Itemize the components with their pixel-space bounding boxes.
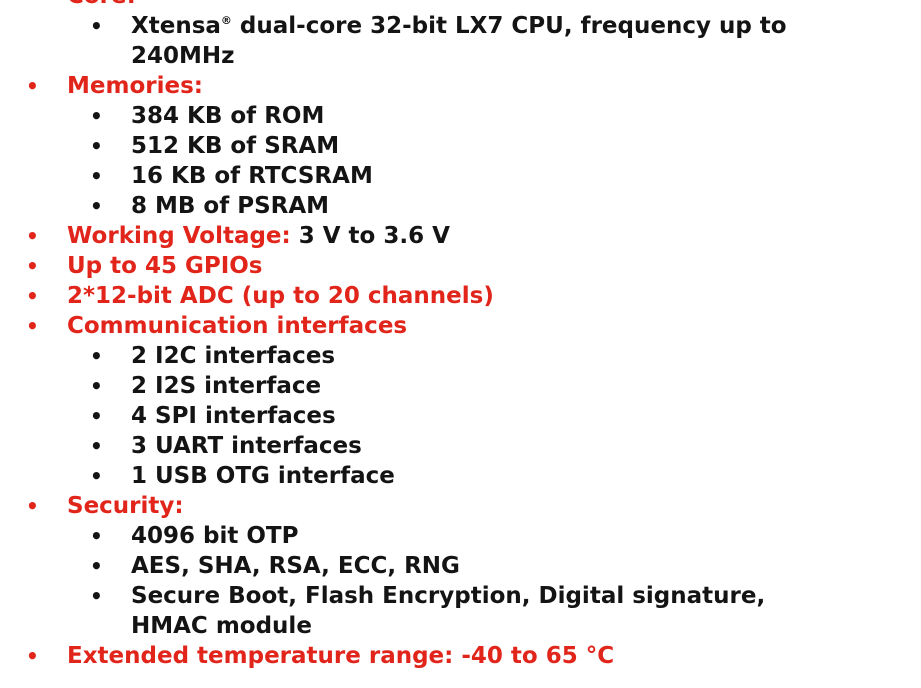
interface-i2c: 2 I2C interfaces <box>131 343 336 369</box>
bullet-icon: • <box>90 14 103 38</box>
memories-label: Memories: <box>67 73 203 99</box>
temperature-label: Extended temperature range: -40 to 65 °C <box>67 643 615 669</box>
spec-document: • Core: • Xtensa® dual-core 32-bit LX7 C… <box>0 0 921 671</box>
memory-psram: 8 MB of PSRAM <box>131 193 330 219</box>
bullet-icon: • <box>26 494 39 518</box>
security-crypto: AES, SHA, RSA, ECC, RNG <box>131 553 460 579</box>
spec-item-gpios: • Up to 45 GPIOs <box>0 251 921 281</box>
bullet-icon: • <box>90 404 103 428</box>
bullet-icon: • <box>90 524 103 548</box>
interface-uart: 3 UART interfaces <box>131 433 362 459</box>
communication-subitem: • 3 UART interfaces <box>0 431 921 461</box>
bullet-icon: • <box>26 74 39 98</box>
spec-item-communication: • Communication interfaces <box>0 311 921 341</box>
communication-label: Communication interfaces <box>67 313 408 339</box>
cpu-name: Xtensa <box>131 13 221 39</box>
core-subitem: • Xtensa® dual-core 32-bit LX7 CPU, freq… <box>0 11 921 71</box>
bullet-icon: • <box>90 194 103 218</box>
bullet-icon: • <box>90 464 103 488</box>
bullet-icon: • <box>90 104 103 128</box>
security-label: Security: <box>67 493 184 519</box>
cpu-description: dual-core 32-bit LX7 CPU, frequency up t… <box>131 13 787 69</box>
bullet-icon: • <box>26 224 39 248</box>
bullet-icon: • <box>26 314 39 338</box>
bullet-icon: • <box>90 584 103 608</box>
spec-item-memories: • Memories: <box>0 71 921 101</box>
security-otp: 4096 bit OTP <box>131 523 299 549</box>
interface-usb-otg: 1 USB OTG interface <box>131 463 395 489</box>
communication-subitem: • 1 USB OTG interface <box>0 461 921 491</box>
bullet-icon: • <box>26 254 39 278</box>
bullet-icon: • <box>26 284 39 308</box>
bullet-icon: • <box>90 374 103 398</box>
spec-item-voltage: • Working Voltage: 3 V to 3.6 V <box>0 221 921 251</box>
memories-subitem: • 512 KB of SRAM <box>0 131 921 161</box>
security-subitem: • Secure Boot, Flash Encryption, Digital… <box>0 581 921 641</box>
memories-subitem: • 384 KB of ROM <box>0 101 921 131</box>
spec-item-core: • Core: <box>0 0 921 11</box>
security-subitem: • 4096 bit OTP <box>0 521 921 551</box>
voltage-label: Working Voltage: <box>67 223 291 249</box>
spec-item-security: • Security: <box>0 491 921 521</box>
memory-rtcsram: 16 KB of RTCSRAM <box>131 163 373 189</box>
spec-item-temperature: • Extended temperature range: -40 to 65 … <box>0 641 921 671</box>
interface-spi: 4 SPI interfaces <box>131 403 336 429</box>
interface-i2s: 2 I2S interface <box>131 373 322 399</box>
bullet-icon: • <box>90 344 103 368</box>
voltage-value: 3 V to 3.6 V <box>290 223 450 249</box>
core-label: Core: <box>67 0 136 11</box>
bullet-icon: • <box>90 164 103 188</box>
voltage-text: Working Voltage: 3 V to 3.6 V <box>67 221 450 251</box>
memories-subitem: • 8 MB of PSRAM <box>0 191 921 221</box>
registered-mark: ® <box>220 14 232 27</box>
bullet-icon: • <box>90 434 103 458</box>
communication-subitem: • 2 I2S interface <box>0 371 921 401</box>
gpios-label: Up to 45 GPIOs <box>67 253 263 279</box>
spec-item-adc: • 2*12-bit ADC (up to 20 channels) <box>0 281 921 311</box>
bullet-icon: • <box>90 554 103 578</box>
adc-label: 2*12-bit ADC (up to 20 channels) <box>67 283 494 309</box>
security-secure-boot: Secure Boot, Flash Encryption, Digital s… <box>131 583 766 639</box>
bullet-icon: • <box>26 644 39 668</box>
communication-subitem: • 4 SPI interfaces <box>0 401 921 431</box>
bullet-icon: • <box>26 0 39 11</box>
communication-subitem: • 2 I2C interfaces <box>0 341 921 371</box>
memory-sram: 512 KB of SRAM <box>131 133 340 159</box>
memory-rom: 384 KB of ROM <box>131 103 325 129</box>
memories-subitem: • 16 KB of RTCSRAM <box>0 161 921 191</box>
core-cpu-text: Xtensa® dual-core 32-bit LX7 CPU, freque… <box>131 11 831 71</box>
bullet-icon: • <box>90 134 103 158</box>
security-subitem: • AES, SHA, RSA, ECC, RNG <box>0 551 921 581</box>
